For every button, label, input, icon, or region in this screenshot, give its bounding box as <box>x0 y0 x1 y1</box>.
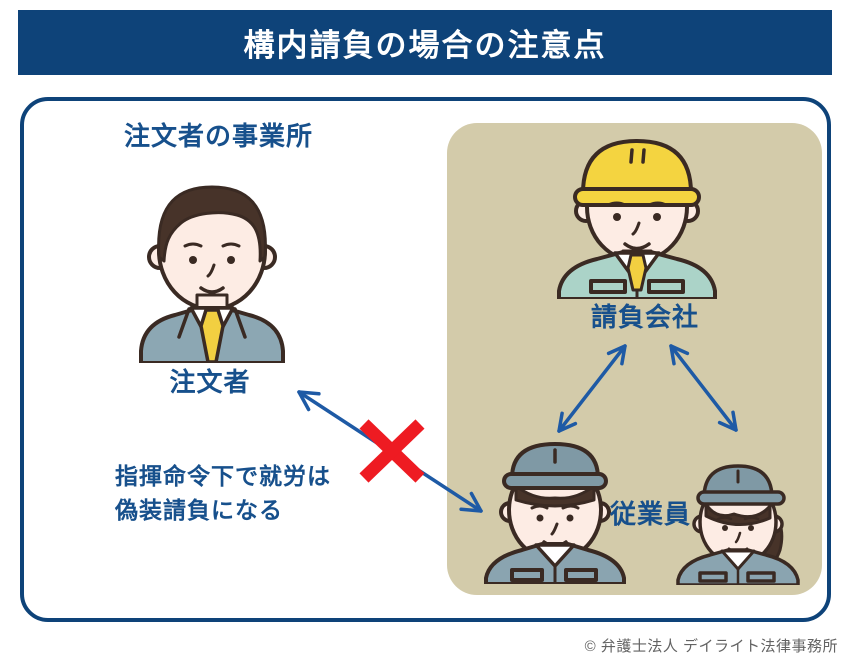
page-title: 構内請負の場合の注意点 <box>243 28 607 63</box>
title-banner: 構内請負の場合の注意点 <box>18 10 832 75</box>
warning-text: 指揮命令下で就労は 偽装請負になる <box>115 459 331 527</box>
male-worker-icon <box>484 442 626 584</box>
employees-label: 従業員 <box>609 499 691 529</box>
contractor-company-label: 請負会社 <box>590 302 699 332</box>
orderer-site-label: 注文者の事業所 <box>124 121 314 151</box>
orderer-label: 注文者 <box>169 367 251 397</box>
helmet-worker-icon <box>557 139 717 299</box>
warning-line-2: 偽装請負になる <box>115 497 283 523</box>
warning-line-1: 指揮命令下で就労は <box>115 463 331 489</box>
businessman-icon <box>139 185 285 363</box>
female-worker-icon <box>676 464 800 585</box>
copyright: © 弁護士法人 デイライト法律事務所 <box>584 638 838 655</box>
